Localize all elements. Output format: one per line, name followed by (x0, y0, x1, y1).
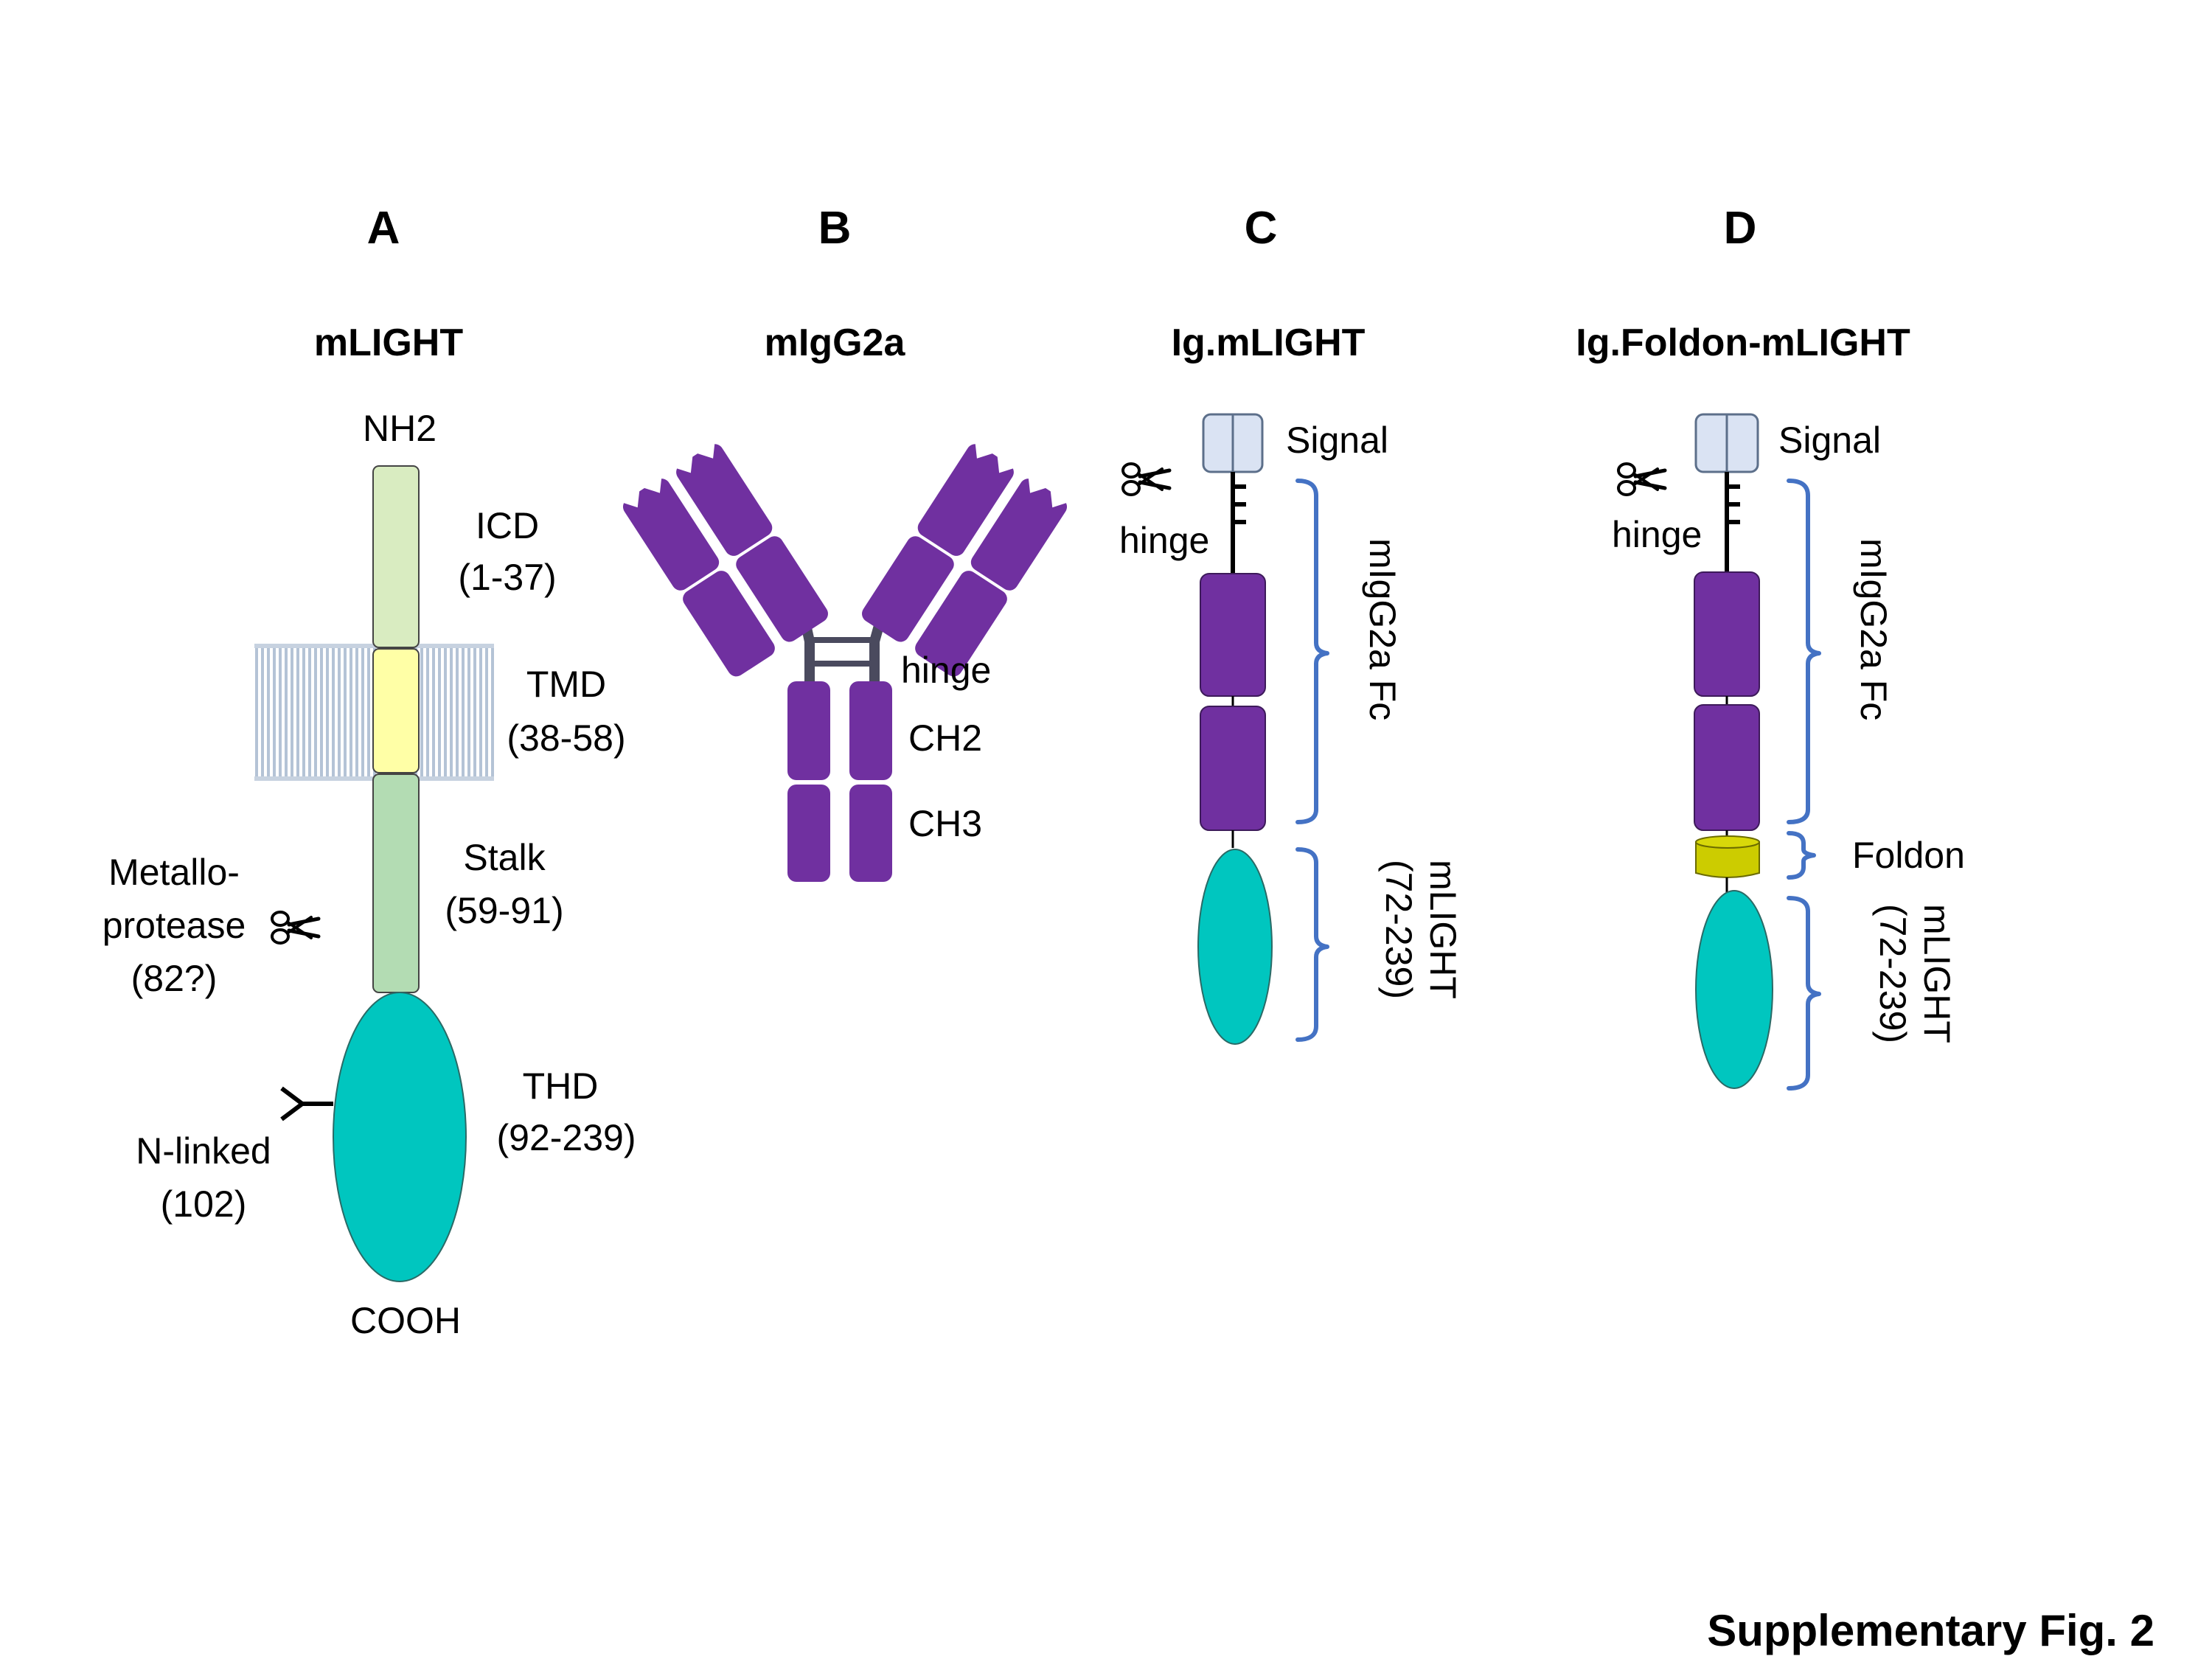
fc-label: mIgG2a Fc (1362, 538, 1403, 720)
signal-label: Signal (1286, 420, 1388, 461)
nlinked-site: (102) (161, 1183, 247, 1225)
signal-label: Signal (1778, 420, 1881, 461)
foldon-brace (1787, 831, 1816, 880)
fc-domain-ch3 (1694, 704, 1760, 831)
fc-domain-ch2 (1200, 573, 1266, 697)
icd-domain (372, 465, 420, 648)
mlight-brace (1295, 847, 1329, 1042)
thd-range: (92-239) (497, 1117, 636, 1158)
protease-site: (82?) (131, 958, 218, 999)
panel-b-title: mIgG2a (765, 321, 906, 364)
fc-brace (1787, 479, 1821, 824)
panel-d: D Ig.Foldon-mLIGHT Signal hinge mIgG2a F… (1576, 203, 1965, 1091)
hinge-label: hinge (901, 650, 991, 691)
panel-a-title: mLIGHT (314, 321, 463, 364)
mlight-range: (72-239) (1378, 860, 1419, 999)
panel-d-title: Ig.Foldon-mLIGHT (1576, 321, 1910, 364)
icd-range: (1-37) (458, 557, 556, 598)
stalk-range: (59-91) (445, 890, 563, 931)
tmd-label: TMD (526, 664, 606, 705)
mlight-domain (1197, 849, 1273, 1045)
nlinked-label: N-linked (136, 1130, 271, 1172)
fc-label: mIgG2a Fc (1853, 538, 1894, 720)
foldon-domain (1695, 835, 1760, 878)
icd-label: ICD (476, 505, 539, 546)
foldon-label: Foldon (1852, 835, 1965, 876)
panel-a-letter: A (367, 203, 400, 254)
fc-brace (1295, 479, 1329, 824)
scissors-icon (1123, 464, 1169, 495)
thd-domain (333, 992, 467, 1282)
mlight-brace (1787, 896, 1821, 1091)
protease-label-2: protease (102, 905, 246, 946)
panel-c: C Ig.mLIGHT Signal hinge mIgG2a Fc mLIGH… (1119, 203, 1464, 1045)
ch3-label: CH3 (908, 803, 982, 844)
stalk-domain (372, 773, 420, 993)
panel-b: B mIgG2a (617, 203, 1073, 882)
panel-b-letter: B (818, 203, 852, 254)
protease-label-1: Metallo- (108, 852, 240, 893)
stalk-label: Stalk (463, 837, 546, 878)
panel-c-title: Ig.mLIGHT (1172, 321, 1366, 364)
mlight-domain (1695, 890, 1773, 1089)
panel-a: A mLIGHT NH2 ICD (1-37) TMD (38-58) Stal… (102, 203, 636, 1341)
fc-domain-ch3 (1200, 706, 1266, 831)
mlight-label: mLIGHT (1916, 904, 1958, 1043)
panel-c-letter: C (1245, 203, 1278, 254)
hinge-label: hinge (1119, 520, 1209, 561)
figure-label: Supplementary Fig. 2 (1707, 1606, 2154, 1655)
tmd-domain (372, 648, 420, 773)
scissors-icon (1618, 464, 1665, 495)
ch2-label: CH2 (908, 717, 982, 759)
cooh-label: COOH (350, 1300, 461, 1341)
panel-d-letter: D (1724, 203, 1757, 254)
mlight-label: mLIGHT (1422, 860, 1464, 999)
mlight-range: (72-239) (1872, 904, 1913, 1043)
tmd-range: (38-58) (507, 717, 625, 759)
hinge-label: hinge (1612, 514, 1702, 555)
nh2-label: NH2 (363, 408, 437, 449)
scissors-icon (272, 912, 319, 943)
antibody-icon (617, 437, 1073, 882)
glycan-icon (280, 1086, 333, 1121)
thd-label: THD (523, 1065, 599, 1107)
fc-domain-ch2 (1694, 571, 1760, 697)
